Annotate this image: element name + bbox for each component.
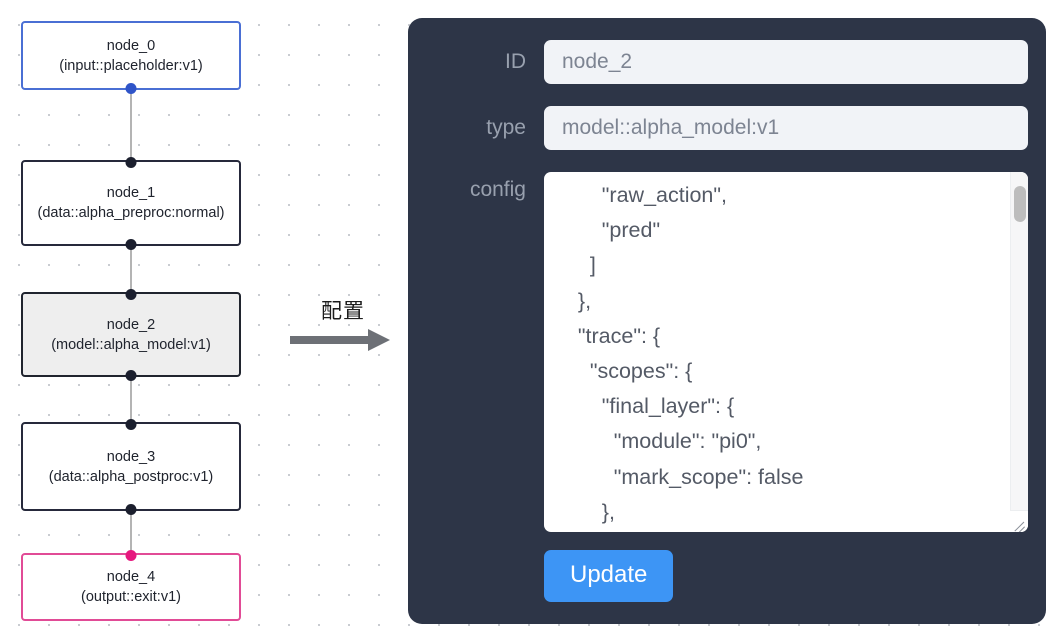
graph-node-subtitle: (model::alpha_model:v1): [51, 336, 211, 353]
arrow-label: 配置: [321, 299, 365, 323]
right-arrow-icon: [288, 329, 398, 351]
config-field-row: config "raw_action", "pred" ] }, "trace"…: [426, 172, 1028, 532]
graph-node-node_4[interactable]: node_4 (output::exit:v1): [21, 549, 241, 621]
config-textarea-wrapper[interactable]: "raw_action", "pred" ] }, "trace": { "sc…: [544, 172, 1028, 532]
graph-node-subtitle: (output::exit:v1): [81, 589, 181, 605]
config-scrollbar-thumb[interactable]: [1014, 186, 1026, 222]
config-field-label: config: [469, 178, 526, 201]
node-handle-bottom[interactable]: [125, 503, 137, 515]
node-handle-bottom[interactable]: [125, 369, 137, 381]
graph-node-title: node_2: [106, 316, 156, 333]
edge-node1-node2: [130, 246, 132, 292]
graph-node-subtitle: (input::placeholder:v1): [59, 57, 203, 74]
graph-node-node_3[interactable]: node_3 (data::alpha_postproc:v1): [21, 418, 241, 515]
transition-arrow-group: 配置: [288, 295, 398, 351]
config-textarea[interactable]: "raw_action", "pred" ] }, "trace": { "sc…: [577, 183, 804, 524]
graph-node-title: node_1: [106, 185, 156, 201]
type-field-row: type: [426, 106, 1028, 150]
id-input[interactable]: [544, 40, 1028, 84]
edge-node0-node1: [130, 90, 132, 160]
node-handle-top[interactable]: [125, 549, 137, 561]
node-config-panel: ID type config "raw_action", "pred" ] },…: [408, 18, 1046, 624]
id-field-label: ID: [505, 50, 526, 73]
resize-handle-icon[interactable]: [1010, 510, 1028, 532]
graph-node-title: node_4: [106, 569, 156, 585]
graph-node-subtitle: (data::alpha_preproc:normal): [37, 205, 225, 221]
graph-node-node_2[interactable]: node_2 (model::alpha_model:v1): [21, 288, 241, 381]
graph-node-subtitle: (data::alpha_postproc:v1): [48, 468, 214, 485]
node-handle-top[interactable]: [125, 156, 137, 168]
graph-node-node_0[interactable]: node_0 (input::placeholder:v1): [21, 21, 241, 94]
config-scrollbar[interactable]: [1010, 172, 1028, 510]
graph-node-title: node_0: [106, 37, 156, 54]
node-handle-top[interactable]: [125, 418, 137, 430]
update-button[interactable]: Update: [544, 550, 674, 602]
edge-node2-node3: [130, 377, 132, 422]
node-handle-bottom[interactable]: [125, 238, 137, 250]
id-field-row: ID: [426, 40, 1028, 84]
graph-node-title: node_3: [106, 448, 156, 465]
edge-node3-node4: [130, 511, 132, 553]
node-handle-top[interactable]: [125, 288, 137, 300]
update-button-row: Update: [426, 550, 1028, 602]
type-input[interactable]: [544, 106, 1028, 150]
graph-node-node_1[interactable]: node_1 (data::alpha_preproc:normal): [21, 156, 241, 250]
node-handle-bottom[interactable]: [125, 82, 137, 94]
type-field-label: type: [486, 116, 526, 139]
